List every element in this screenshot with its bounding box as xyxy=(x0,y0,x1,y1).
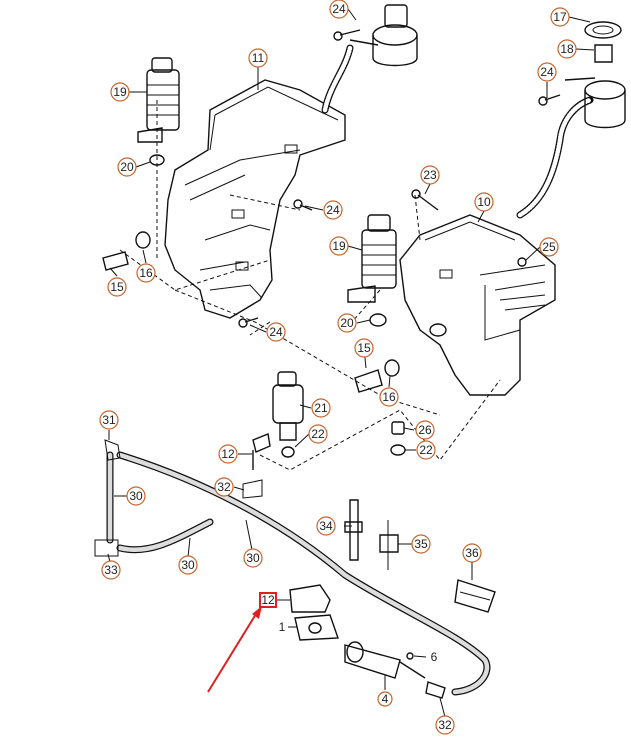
callout-20: 20 xyxy=(120,160,134,174)
bracket-36 xyxy=(454,579,496,613)
cap-26-22 xyxy=(390,421,406,456)
callout-25: 25 xyxy=(542,240,556,254)
callout-23: 23 xyxy=(423,168,437,182)
callout-18: 18 xyxy=(560,42,574,56)
connector-15-16-left xyxy=(102,231,151,271)
nozzle-assembly xyxy=(289,584,446,699)
callout-36: 36 xyxy=(465,546,479,560)
callouts: 24 17 11 18 19 24 20 24 23 10 16 15 19 2… xyxy=(99,0,595,735)
connector-15-16-right xyxy=(354,359,400,393)
filler-hose-right xyxy=(516,21,626,219)
hose-30 xyxy=(94,439,491,696)
callout-16: 16 xyxy=(382,390,396,404)
callout-24: 24 xyxy=(540,65,554,79)
callout-32: 32 xyxy=(438,718,452,732)
pump-19-right xyxy=(347,214,397,327)
callout-32: 32 xyxy=(217,480,231,494)
callout-22: 22 xyxy=(311,427,325,441)
callout-30: 30 xyxy=(246,551,260,565)
highlight-arrow xyxy=(207,606,262,693)
callout-15: 15 xyxy=(110,280,124,294)
bolts xyxy=(238,29,561,328)
pump-19-left xyxy=(137,57,180,166)
callout-21: 21 xyxy=(314,401,328,415)
assembly-lines xyxy=(119,100,501,471)
callout-19: 19 xyxy=(113,85,127,99)
callout-33: 33 xyxy=(104,563,118,577)
highlight-box xyxy=(259,592,277,608)
callout-12: 12 xyxy=(221,447,235,461)
callout-12-highlighted: 12 xyxy=(261,593,275,607)
callout-20: 20 xyxy=(340,316,354,330)
callout-34: 34 xyxy=(319,519,333,533)
callout-24: 24 xyxy=(326,203,340,217)
washer-reservoir-11 xyxy=(164,79,346,319)
callout-26: 26 xyxy=(418,423,432,437)
callout-35: 35 xyxy=(414,537,428,551)
clip-34-35 xyxy=(344,499,399,570)
callout-30: 30 xyxy=(181,558,195,572)
callout-10: 10 xyxy=(477,195,491,209)
callout-17: 17 xyxy=(553,10,567,24)
pump-21 xyxy=(252,371,304,470)
callout-30: 30 xyxy=(129,489,143,503)
callout-24: 24 xyxy=(269,325,283,339)
callout-6: 6 xyxy=(431,650,438,664)
callout-24: 24 xyxy=(332,2,346,16)
callout-22: 22 xyxy=(419,443,433,457)
filler-hose xyxy=(321,4,418,114)
callout-1: 1 xyxy=(279,620,286,634)
callout-16: 16 xyxy=(139,266,153,280)
callout-31: 31 xyxy=(102,413,116,427)
callout-19: 19 xyxy=(332,239,346,253)
callout-15: 15 xyxy=(357,341,371,355)
callout-4: 4 xyxy=(382,692,389,706)
washer-reservoir-10 xyxy=(399,214,556,396)
callout-11: 11 xyxy=(252,51,265,65)
